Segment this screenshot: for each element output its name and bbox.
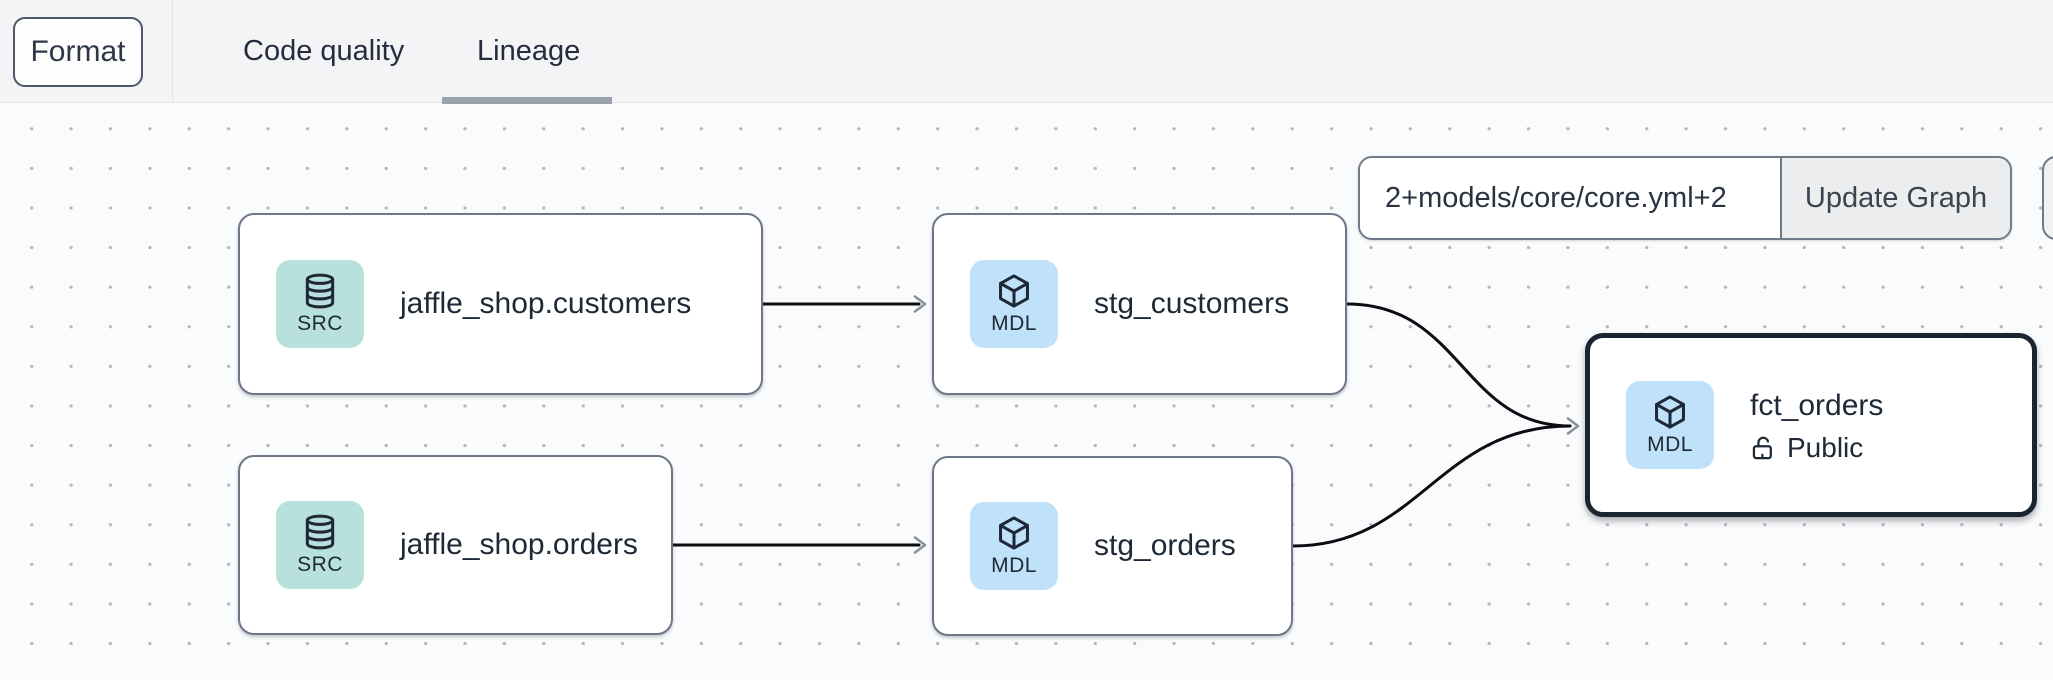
node-label: jaffle_shop.orders (400, 528, 638, 561)
node-jaffle-shop-customers[interactable]: SRC jaffle_shop.customers (238, 213, 763, 395)
badge-label: MDL (991, 312, 1037, 335)
badge-label: SRC (297, 553, 343, 576)
source-badge: SRC (276, 260, 364, 348)
tab-code-quality[interactable]: Code quality (243, 34, 405, 67)
format-button[interactable]: Format (13, 17, 143, 87)
badge-label: SRC (297, 312, 343, 335)
database-icon (305, 273, 335, 309)
node-label: jaffle_shop.customers (400, 287, 692, 320)
graph-selector-input[interactable] (1360, 158, 1780, 238)
database-icon (305, 514, 335, 550)
source-badge: SRC (276, 501, 364, 589)
node-fct-orders[interactable]: MDL fct_orders Public (1585, 333, 2037, 517)
cube-icon (1655, 395, 1685, 429)
node-label: fct_orders (1750, 389, 1884, 422)
clipped-edge-button[interactable] (2042, 156, 2053, 240)
node-jaffle-shop-orders[interactable]: SRC jaffle_shop.orders (238, 455, 673, 635)
lock-open-icon (1752, 436, 1772, 459)
cube-icon (999, 274, 1029, 308)
editor-toolbar: Format Code quality Lineage (0, 0, 2053, 104)
cube-icon (999, 516, 1029, 550)
model-badge: MDL (970, 260, 1058, 348)
access-row: Public (1750, 432, 1883, 464)
tab-lineage[interactable]: Lineage (477, 34, 581, 67)
node-label: stg_customers (1094, 287, 1290, 320)
graph-selector-group: Update Graph (1358, 156, 2012, 240)
node-label: stg_orders (1094, 529, 1236, 562)
badge-label: MDL (1647, 433, 1693, 456)
node-stg-orders[interactable]: MDL stg_orders (932, 456, 1293, 636)
badge-label: MDL (991, 554, 1037, 577)
access-label: Public (1787, 432, 1864, 463)
toolbar-divider (172, 0, 173, 102)
model-badge: MDL (970, 502, 1058, 590)
model-badge: MDL (1626, 381, 1714, 469)
update-graph-button[interactable]: Update Graph (1780, 158, 2010, 238)
active-tab-underline (442, 97, 612, 104)
node-stg-customers[interactable]: MDL stg_customers (932, 213, 1347, 395)
